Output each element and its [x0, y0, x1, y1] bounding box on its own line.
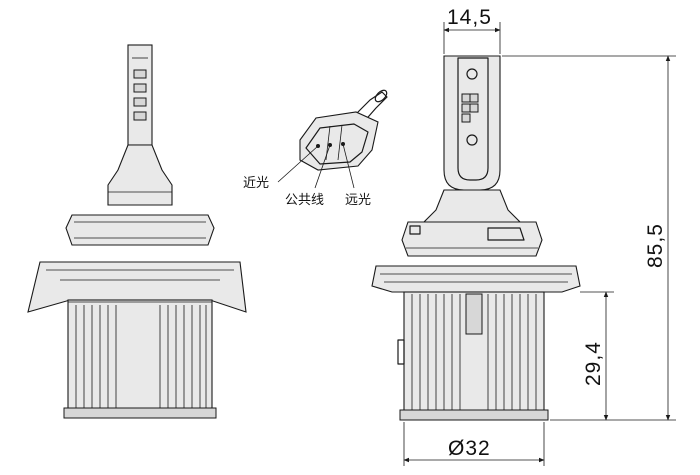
label-high-beam: 远光	[345, 193, 371, 208]
bulb-front-view	[27, 44, 247, 419]
bulb-side-view	[371, 55, 581, 421]
dim-neck-width: 14,5	[447, 6, 492, 29]
heatsink-front	[67, 299, 213, 415]
connector-drawing	[277, 89, 388, 189]
mount-hole-bottom	[466, 134, 478, 146]
collar-front	[65, 214, 215, 246]
dimension-lines	[403, 22, 676, 466]
connector-housing	[299, 111, 379, 171]
flange-side	[371, 265, 581, 293]
mount-hole-top	[466, 68, 478, 80]
neck-front	[107, 144, 173, 206]
label-common-wire: 公共线	[285, 193, 324, 208]
led-stick-front	[127, 44, 153, 146]
dim-heatsink-height: 29,4	[582, 341, 605, 386]
dim-total-height: 85,5	[644, 223, 667, 268]
dim-diameter: Ø32	[448, 437, 491, 460]
label-low-beam: 近光	[243, 176, 269, 191]
led-board-side	[443, 55, 501, 191]
collar-side	[401, 221, 543, 257]
neck-side	[422, 189, 522, 223]
